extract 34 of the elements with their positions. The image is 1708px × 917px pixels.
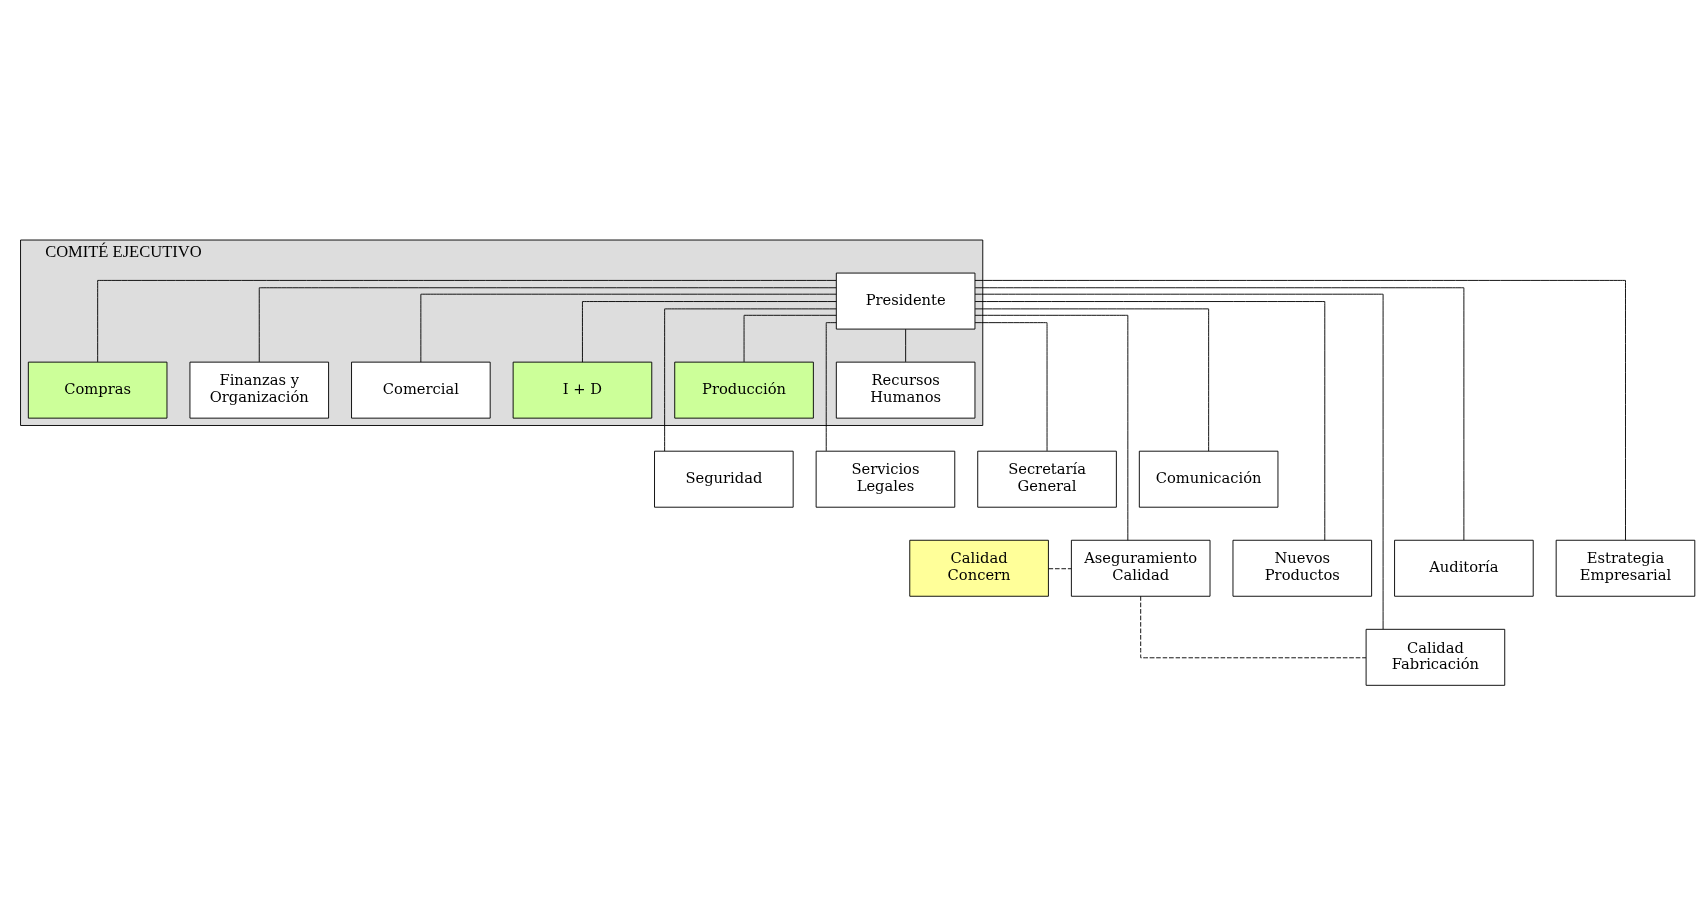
node-box: Comunicación xyxy=(1138,450,1279,508)
node-box: Servicios Legales xyxy=(815,450,956,508)
node-box: Producción xyxy=(674,361,814,419)
connector xyxy=(1048,567,1072,569)
connector xyxy=(825,321,837,451)
node-box: Finanzas y Organización xyxy=(189,361,330,419)
node-box: Presidente xyxy=(835,272,976,330)
connector xyxy=(974,307,1210,452)
connector xyxy=(97,279,837,362)
connector xyxy=(743,314,837,362)
connector xyxy=(1140,595,1367,658)
node-box: Auditoría xyxy=(1394,539,1534,597)
connector xyxy=(974,321,1048,451)
node-box: I + D xyxy=(512,361,653,419)
connector xyxy=(974,314,1129,541)
node-box: Estrategia Empresarial xyxy=(1555,539,1696,597)
connector xyxy=(420,293,837,363)
connector xyxy=(905,328,907,362)
connector xyxy=(258,286,837,362)
connector xyxy=(974,300,1326,541)
node-box: Seguridad xyxy=(654,450,794,508)
node-box: Recursos Humanos xyxy=(835,361,976,419)
connector xyxy=(974,293,1384,630)
connector xyxy=(582,300,837,363)
node-box: Compras xyxy=(27,361,168,419)
node-box: Calidad Fabricación xyxy=(1365,628,1506,686)
node-box: Aseguramiento Calidad xyxy=(1070,539,1211,597)
node-box: Secretaría General xyxy=(977,450,1117,508)
node-box: Calidad Concern xyxy=(909,539,1049,597)
node-box: Nuevos Productos xyxy=(1232,539,1373,597)
connector xyxy=(664,307,837,452)
connector xyxy=(974,279,1626,541)
connector xyxy=(974,286,1465,541)
node-box: Comercial xyxy=(351,361,491,419)
